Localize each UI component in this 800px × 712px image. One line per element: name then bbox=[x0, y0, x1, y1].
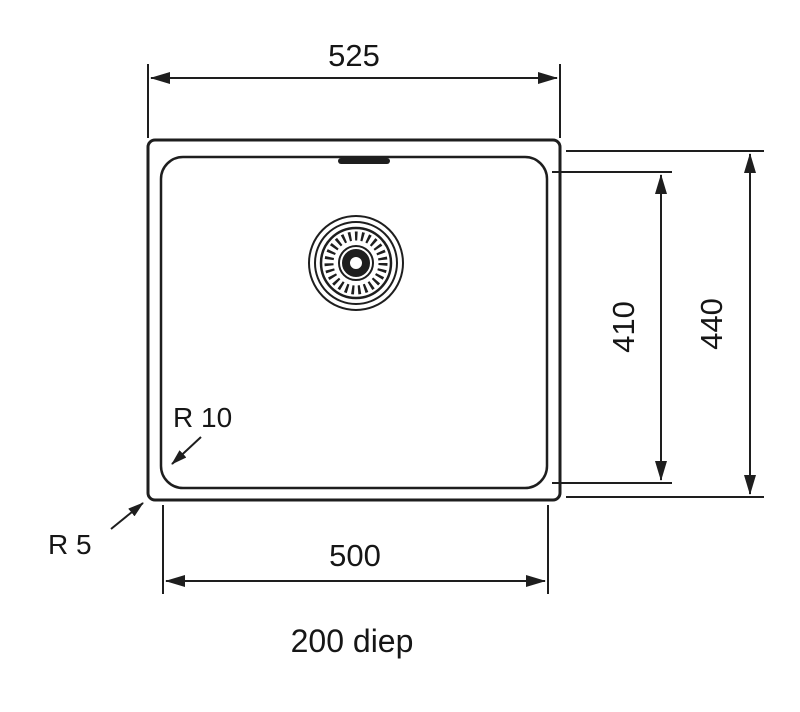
label-depth: 200 diep bbox=[291, 623, 414, 659]
sink-body bbox=[146, 138, 562, 502]
sink-inner-outline bbox=[159, 155, 549, 490]
dimension-label-outer-height: 440 bbox=[694, 298, 729, 350]
drain-rim-ring bbox=[319, 226, 393, 300]
drain-inner-ring bbox=[338, 245, 374, 281]
drain-strainer bbox=[308, 215, 404, 311]
leader-line bbox=[110, 502, 144, 530]
label-outer-corner-radius: R 5 bbox=[48, 529, 92, 560]
drain-outer-ring bbox=[308, 215, 404, 311]
callout-outer-corner-radius: R 5 bbox=[48, 502, 144, 560]
dimension-label-inner-width: 500 bbox=[329, 538, 381, 573]
label-inner-corner-radius: R 10 bbox=[173, 402, 232, 433]
drain-middle-ring bbox=[314, 221, 398, 305]
dimension-label-outer-width: 525 bbox=[328, 38, 380, 73]
dimension-outer-width: 525 bbox=[147, 38, 561, 138]
dimension-label-inner-height: 410 bbox=[606, 301, 641, 353]
drain-perforation-band bbox=[324, 231, 388, 295]
dimension-inner-height: 410 bbox=[552, 171, 672, 484]
dimension-outer-height: 440 bbox=[566, 150, 764, 498]
overflow-slot bbox=[338, 158, 390, 164]
callout-inner-corner-radius: R 10 bbox=[171, 402, 232, 465]
drain-center-cap bbox=[342, 249, 370, 277]
sink-outer-outline bbox=[146, 138, 562, 502]
leader-line bbox=[171, 436, 202, 465]
dimension-inner-width: 500 bbox=[162, 505, 549, 594]
